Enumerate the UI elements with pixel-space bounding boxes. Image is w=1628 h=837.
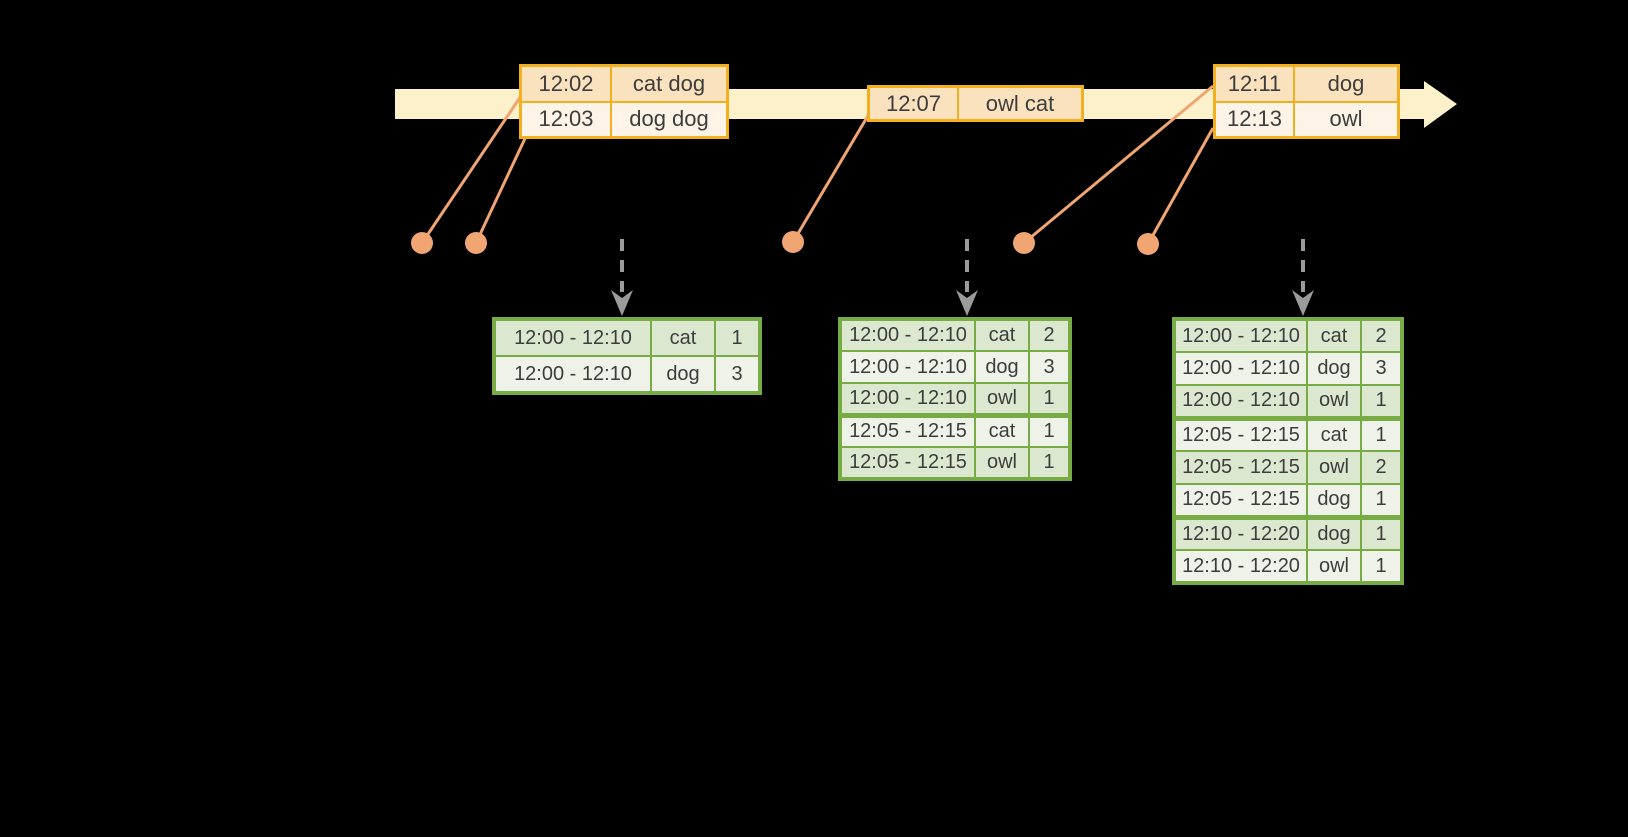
word-cell: dog	[1306, 351, 1362, 386]
word-cell: cat	[974, 318, 1030, 352]
word-cell: cat	[1306, 415, 1362, 452]
word-cell: cat	[1306, 318, 1362, 353]
count-cell: 1	[1028, 446, 1071, 480]
count-cell: 1	[1360, 384, 1403, 419]
timeline-arrowhead-icon	[1424, 81, 1457, 128]
trigger-arrowhead-icon	[611, 290, 633, 316]
count-cell: 2	[1360, 318, 1403, 353]
word-cell: owl	[1306, 450, 1362, 485]
event-time-cell: 12:03	[519, 100, 612, 139]
window-cell: 12:00 - 12:10	[839, 318, 976, 352]
connector-line	[1146, 127, 1215, 245]
event-words-cell: dog	[1293, 64, 1400, 103]
window-cell: 12:10 - 12:20	[1173, 514, 1308, 551]
window-cell: 12:00 - 12:10	[1173, 318, 1308, 353]
word-cell: dog	[1306, 514, 1362, 551]
window-cell: 12:00 - 12:10	[493, 318, 652, 357]
window-cell: 12:00 - 12:10	[1173, 351, 1308, 386]
event-dot-icon	[782, 231, 804, 253]
word-cell: dog	[1306, 483, 1362, 518]
word-cell: owl	[1306, 384, 1362, 419]
word-cell: dog	[650, 355, 716, 394]
count-cell: 1	[1360, 483, 1403, 518]
event-dot-icon	[465, 232, 487, 254]
window-cell: 12:05 - 12:15	[1173, 415, 1308, 452]
word-cell: cat	[650, 318, 716, 357]
window-cell: 12:00 - 12:10	[493, 355, 652, 394]
window-cell: 12:00 - 12:10	[839, 350, 976, 384]
word-cell: owl	[1306, 549, 1362, 584]
count-cell: 1	[1028, 382, 1071, 416]
count-cell: 3	[1360, 351, 1403, 386]
event-words-cell: owl cat	[957, 85, 1084, 122]
window-cell: 12:05 - 12:15	[1173, 450, 1308, 485]
count-cell: 1	[714, 318, 761, 357]
word-cell: cat	[974, 412, 1030, 448]
connector-line	[791, 113, 871, 243]
event-words-cell: cat dog	[610, 64, 729, 103]
event-dot-icon	[1013, 232, 1035, 254]
event-time-cell: 12:07	[867, 85, 959, 122]
connector-line	[474, 129, 531, 244]
count-cell: 2	[1360, 450, 1403, 485]
event-dot-icon	[411, 232, 433, 254]
window-cell: 12:05 - 12:15	[839, 446, 976, 480]
event-time-cell: 12:11	[1213, 64, 1295, 103]
count-cell: 1	[1360, 549, 1403, 584]
window-cell: 12:10 - 12:20	[1173, 549, 1308, 584]
word-cell: dog	[974, 350, 1030, 384]
event-dots	[411, 231, 1159, 255]
event-dot-icon	[1137, 233, 1159, 255]
event-time-cell: 12:02	[519, 64, 612, 103]
trigger-arrowhead-icon	[1292, 290, 1314, 316]
count-cell: 2	[1028, 318, 1071, 352]
count-cell: 3	[714, 355, 761, 394]
count-cell: 1	[1028, 412, 1071, 448]
trigger-arrowhead-icon	[956, 290, 978, 316]
count-cell: 3	[1028, 350, 1071, 384]
window-cell: 12:00 - 12:10	[1173, 384, 1308, 419]
event-time-cell: 12:13	[1213, 100, 1295, 139]
count-cell: 1	[1360, 415, 1403, 452]
window-cell: 12:05 - 12:15	[839, 412, 976, 448]
window-cell: 12:00 - 12:10	[839, 382, 976, 416]
count-cell: 1	[1360, 514, 1403, 551]
word-cell: owl	[974, 446, 1030, 480]
connector-line	[420, 95, 523, 244]
event-words-cell: dog dog	[610, 100, 729, 139]
word-cell: owl	[974, 382, 1030, 416]
event-words-cell: owl	[1293, 100, 1400, 139]
window-cell: 12:05 - 12:15	[1173, 483, 1308, 518]
trigger-arrows	[611, 239, 1314, 316]
